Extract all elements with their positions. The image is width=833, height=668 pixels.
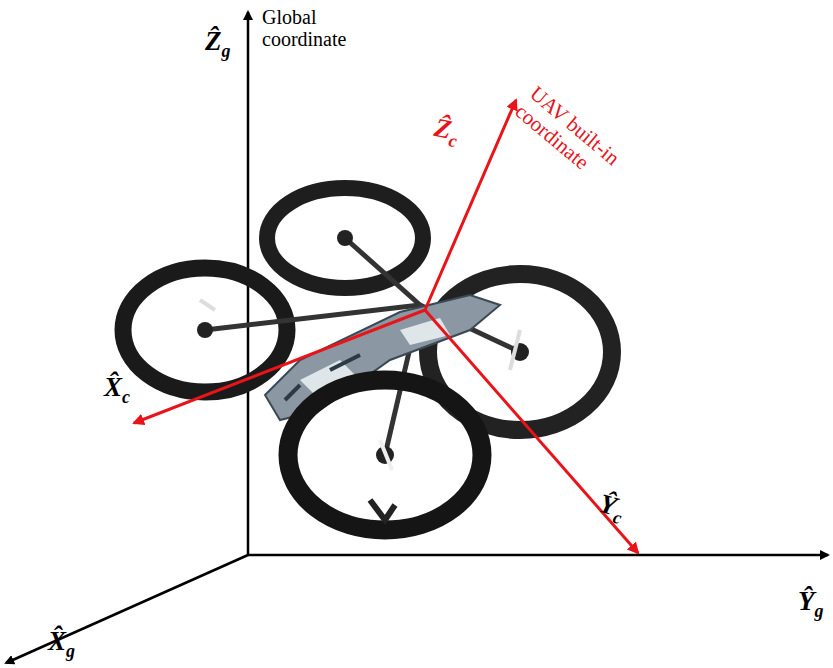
- axis-label: Ẑc: [432, 112, 462, 147]
- drone-illustration: [123, 188, 612, 530]
- axis-label: X̂g: [48, 626, 75, 657]
- uav-axes: [134, 100, 638, 553]
- axis-label: Ŷc: [596, 488, 628, 524]
- axis-caption: UAV built-in coordinate: [510, 82, 647, 207]
- axis-label: Ŷg: [798, 586, 824, 617]
- axis-label: Ẑg: [205, 26, 231, 57]
- axis-caption: Global coordinate: [262, 6, 362, 50]
- axis-label: X̂c: [104, 372, 130, 403]
- global-axes: [6, 12, 828, 663]
